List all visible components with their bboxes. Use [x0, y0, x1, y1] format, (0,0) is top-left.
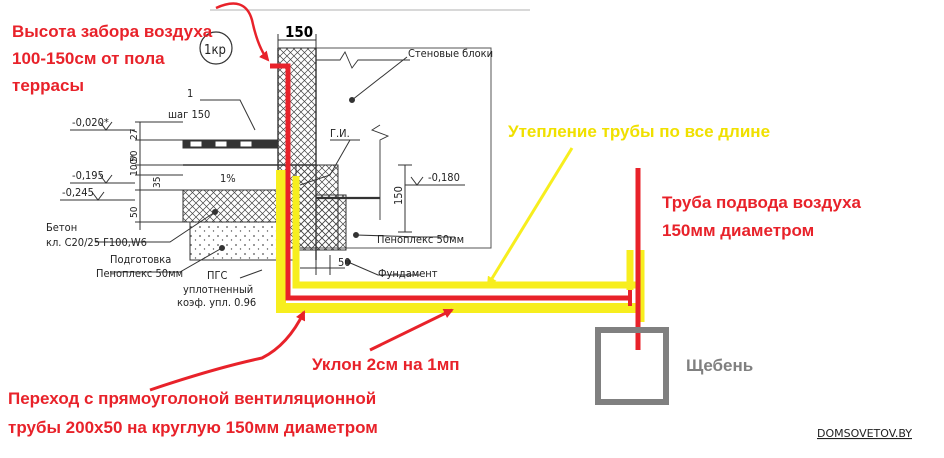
dim-150-side: 150 [392, 186, 405, 205]
penoplex-right-label: Пеноплекс 50мм [377, 233, 464, 246]
concrete-label-2: кл. С20/25 F100,W6 [46, 236, 147, 249]
intake-height-line-2: 100-150см от пола [12, 49, 165, 68]
intake-height-line-3: террасы [12, 76, 84, 95]
dim-27: 27 [129, 129, 140, 140]
penoplex-left-label: Пеноплекс 50мм [96, 267, 183, 280]
concrete-label-1: Бетон [46, 221, 77, 234]
intake-height-line-1: Высота забора воздуха [12, 22, 213, 41]
insulation-top [292, 176, 640, 289]
transition-arrow [149, 310, 306, 392]
supply-pipe-line-1: Труба подвода воздуха [662, 193, 862, 212]
dim-50-bottom: 50 [338, 256, 351, 269]
foundation-label: Фундамент [378, 267, 438, 280]
level-4: -0,180 [428, 171, 460, 184]
circle-tag-label: 1кр [204, 43, 226, 58]
level-3: -0,245 [62, 186, 94, 199]
pgs-label-3: коэф. упл. 0.96 [177, 296, 256, 309]
gravel-label: Щебень [686, 356, 753, 375]
dim-50a: 50 [129, 150, 140, 162]
concrete-slab [182, 189, 279, 223]
air-pipe [270, 63, 630, 301]
leader-number-1: 1 [187, 87, 193, 100]
transition-line-2: трубы 200х50 на круглую 150мм диаметром [8, 418, 378, 437]
pgs-label-1: ПГС [207, 269, 227, 282]
insulation-arrow [486, 147, 574, 287]
watermark: DOMSOVETOV.BY [817, 427, 912, 440]
subbase-layer [189, 221, 279, 261]
height-arrow [215, 2, 270, 62]
level-2: -0,195 [72, 169, 104, 182]
gi-label: Г.И. [330, 127, 350, 140]
insulation-label: Утепление трубы по все длине [508, 122, 770, 141]
dim-100: 100* [129, 154, 140, 176]
foundation-drawing [60, 9, 530, 279]
dim-50b: 50 [129, 206, 140, 218]
step-label: шаг 150 [168, 108, 210, 121]
dim-35: 35 [152, 177, 163, 188]
wall-blocks-label: Стеновые блоки [408, 47, 493, 60]
subbase-label: Подготовка [110, 253, 171, 266]
slope-label: 1% [220, 172, 236, 185]
pipe-overlay [149, 2, 669, 405]
section-tag-circle [199, 31, 233, 65]
pgs-label-2: уплотненный [183, 283, 253, 296]
insulation-vertical [276, 170, 640, 313]
gravel-box [595, 327, 669, 405]
slope-arrow [369, 308, 454, 352]
level-1: -0,020* [72, 116, 109, 129]
supply-pipe-line-2: 150мм диаметром [662, 221, 814, 240]
dim-top-150: 150 [285, 23, 313, 41]
slope-label: Уклон 2см на 1мп [312, 355, 460, 374]
transition-line-1: Переход с прямоуголоной вентиляционной [8, 389, 376, 408]
